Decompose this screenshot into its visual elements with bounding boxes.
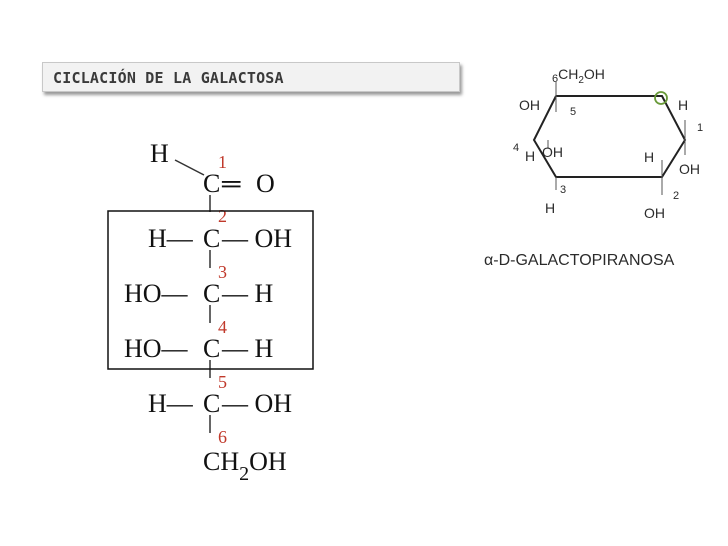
ring-c4-h: H [525,148,535,164]
c3-right: — H [221,279,274,308]
ring-c4-number: 4 [513,142,519,154]
ring-oxygen-marker [654,91,668,105]
ring-c6-ch: CH [558,66,578,82]
ring-c3-h: H [545,200,555,216]
ring-c6-number: 6 [552,73,558,85]
c3-left: HO— [124,279,189,308]
ring-c1-inner-h: H [644,149,654,165]
ring-c1-h: H [678,97,688,113]
ring-c6-subscript: 2 [578,75,584,86]
ring-c2-oh: OH [644,205,665,221]
c5-carbon: C [203,389,220,418]
c5-number: 5 [218,372,227,392]
title-box: CICLACIÓN DE LA GALACTOSA [42,62,460,92]
c1-h: H [150,139,169,168]
c5-left: H— [148,389,194,418]
c2-number: 2 [218,206,227,226]
ring-c5-number: 5 [570,106,576,118]
highlight-box [107,210,314,370]
ring-c1-oh: OH [679,161,700,177]
fischer-projection: H 1 C ═ O 2 H— C — OH 3 HO— C — H 4 HO— … [107,139,314,485]
c4-number: 4 [218,317,227,337]
ring-c3-number: 3 [560,184,566,196]
c1-oxygen: O [256,169,275,198]
ring-c6-label: 6CH2OH [552,66,605,86]
bond-h-c1 [174,159,205,176]
c5-right: — OH [221,389,292,418]
ring-c2-number: 2 [673,190,679,202]
c3-carbon: C [203,279,220,308]
c1-double-bond: ═ [221,169,241,198]
c4-carbon: C [203,334,220,363]
c2-left: H— [148,224,194,253]
c6-subscript: 2 [239,463,249,485]
page-title: CICLACIÓN DE LA GALACTOSA [53,69,284,87]
haworth-ring: 6CH2OH OH 5 H 1 4 H OH H OH 3 H 2 OH [513,66,703,221]
ring-c1-number: 1 [697,122,703,134]
c6-label: CH2OH [203,447,287,485]
c2-carbon: C [203,224,220,253]
c2-right: — OH [221,224,292,253]
c6-oh: OH [249,447,287,476]
c6-number: 6 [218,427,227,447]
ring-name: α-D-GALACTOPIRANOSA [484,252,675,269]
c4-left: HO— [124,334,189,363]
ring-c4-oh: OH [542,144,563,160]
c4-right: — H [221,334,274,363]
c1-number: 1 [218,152,227,172]
c3-number: 3 [218,262,227,282]
c6-ch: CH [203,447,239,476]
ring-c5-oh: OH [519,97,540,113]
c1-carbon: C [203,169,220,198]
ring-c6-oh: OH [584,66,605,82]
